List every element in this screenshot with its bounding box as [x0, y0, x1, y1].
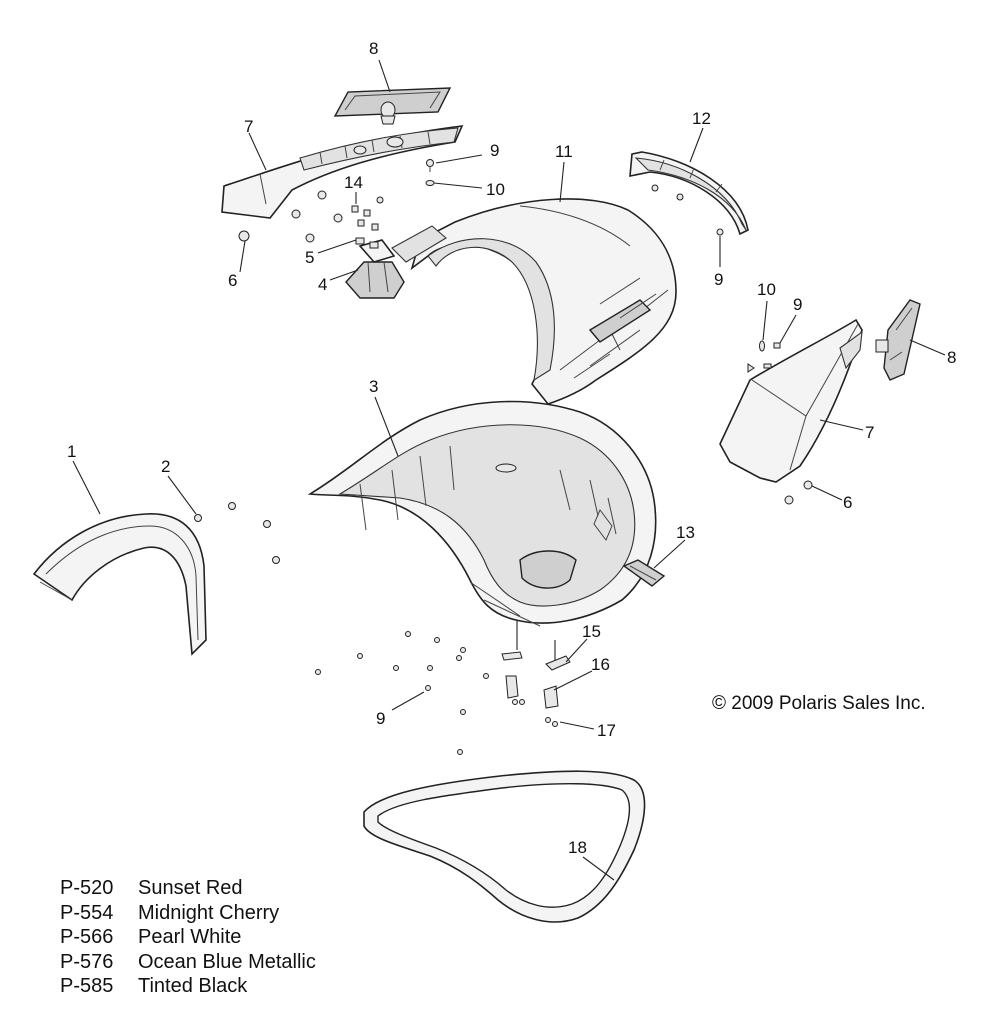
legend-code: P-554 [60, 901, 114, 924]
legend-code: P-585 [60, 975, 114, 997]
part-11-lid [410, 198, 677, 405]
screw-9-lower [315, 631, 489, 755]
grommet-6-upper [238, 190, 384, 243]
screw-2 [194, 502, 280, 564]
part-7-right-trim [719, 318, 863, 483]
copyright-notice: © 2009 Polaris Sales Inc. [712, 693, 926, 714]
screw-9-upper [426, 159, 434, 172]
clip-5 [355, 237, 379, 249]
legend-code: P-520 [60, 877, 114, 899]
callout-5: 5 [305, 248, 314, 267]
callout-6-left: 6 [228, 271, 237, 290]
legend-row: P-585 Tinted Black [60, 974, 316, 999]
grommet-6-right [784, 480, 813, 505]
callout-7-right: 7 [865, 423, 874, 442]
legend-color-name: Sunset Red [138, 877, 243, 899]
legend-code: P-566 [60, 926, 114, 948]
callout-12: 12 [692, 109, 711, 128]
color-legend: P-520 Sunset Red P-554 Midnight Cherry P… [60, 876, 316, 999]
legend-color-name: Midnight Cherry [138, 901, 280, 924]
clip-16 [505, 675, 559, 709]
callout-9-upper: 9 [490, 141, 499, 160]
hardware-fasteners [194, 159, 813, 755]
legend-row: P-566 Pearl White [60, 925, 316, 950]
part-18-seal [363, 770, 646, 923]
callout-11: 11 [555, 142, 573, 161]
legend-row: P-554 Midnight Cherry [60, 901, 316, 926]
legend-row: P-576 Ocean Blue Metallic [60, 950, 316, 975]
callout-9-right-trim: 9 [714, 270, 723, 289]
callout-16: 16 [591, 655, 610, 674]
callout-3: 3 [369, 377, 378, 396]
callout-6-right: 6 [843, 493, 852, 512]
callout-4: 4 [318, 275, 327, 294]
callout-labels: 1 2 3 4 5 6 6 7 7 8 8 9 9 9 9 10 10 11 1… [67, 39, 956, 857]
callout-2: 2 [161, 457, 170, 476]
part-4-hinge-bracket [345, 225, 447, 299]
washer-10-right [747, 340, 781, 373]
part-8-right-reflector [875, 299, 921, 381]
callout-9-lower: 9 [376, 709, 385, 728]
part-12-upper-right-trim [629, 151, 749, 236]
callout-7-left: 7 [244, 117, 253, 136]
nut-14 [351, 205, 379, 231]
washer-10-upper [425, 180, 435, 186]
callout-8-top: 8 [369, 39, 378, 58]
callout-15: 15 [582, 622, 601, 641]
legend-code: P-576 [60, 950, 114, 973]
part-8-top-reflector [333, 87, 452, 125]
legend-color-name: Tinted Black [138, 975, 248, 997]
callout-8-right: 8 [947, 348, 956, 367]
callout-10-right: 10 [757, 280, 776, 299]
screw-9-right-trim [651, 184, 724, 236]
callout-9-right: 9 [793, 295, 802, 314]
callout-17: 17 [597, 721, 616, 740]
callout-14: 14 [344, 173, 363, 192]
leader-lines [72, 59, 946, 881]
part-13-latch [622, 559, 666, 587]
part-1-cover [32, 513, 207, 656]
legend-color-name: Ocean Blue Metallic [138, 950, 316, 973]
callout-10-upper: 10 [486, 180, 505, 199]
screw-17 [512, 699, 558, 727]
legend-color-name: Pearl White [138, 926, 242, 948]
part-3-trunk-body [307, 400, 657, 627]
callout-18: 18 [568, 838, 587, 857]
callout-1: 1 [67, 442, 76, 461]
bracket-15 [501, 651, 571, 671]
legend-row: P-520 Sunset Red [60, 876, 316, 901]
part-7-upper-trim [221, 125, 464, 219]
callout-13: 13 [676, 523, 695, 542]
